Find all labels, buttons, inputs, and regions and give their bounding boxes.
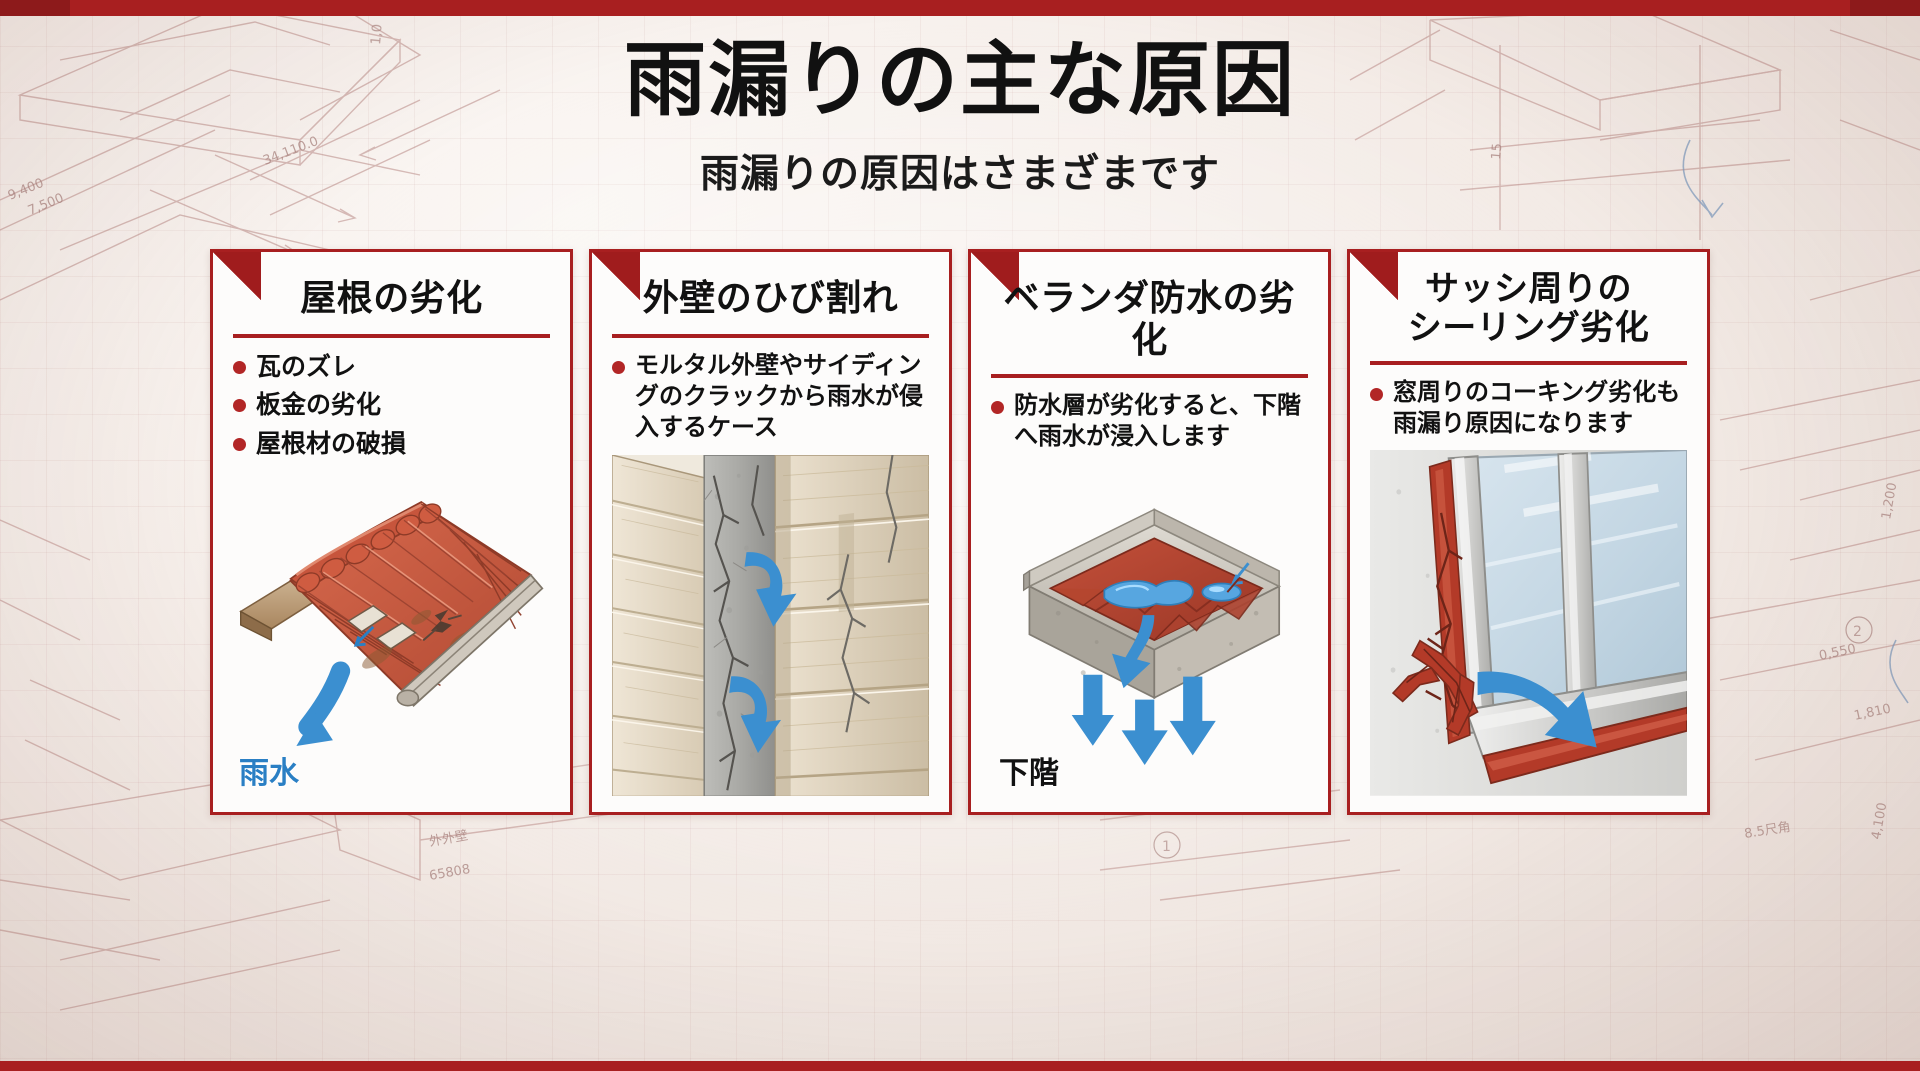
bullet-dot-icon [991,400,1004,414]
card-title: サッシ周りの シーリング劣化 [1366,264,1691,349]
bullet-list: 窓周りのコーキング劣化も雨漏り原因になります [1366,377,1691,444]
card-sash-sealing: サッシ周りの シーリング劣化 窓周りのコーキング劣化も雨漏り原因になります [1347,249,1710,815]
card-corner-fold [213,252,261,300]
figure-label-rainwater: 雨水 [239,756,299,791]
bullet-dot-icon [233,437,246,451]
card-title: ベランダ防水の劣化 [1003,278,1296,361]
title-divider [612,334,929,338]
card-title-line2: シーリング劣化 [1407,308,1650,349]
roof-tiles-illustration: 雨水 [233,471,550,796]
card-corner-fold [592,252,640,300]
top-bar-right-cap [1850,0,1920,16]
bullet-text: 窓周りのコーキング劣化も雨漏り原因になります [1393,377,1681,438]
title-divider [1370,360,1687,365]
window-sash-sealing-illustration [1370,450,1687,796]
top-accent-bar [0,0,1920,16]
list-item: 窓周りのコーキング劣化も雨漏り原因になります [1370,377,1689,439]
bullet-text: 板金の劣化 [256,390,382,420]
bullet-list: 瓦のズレ 板金の劣化 屋根材の破損 [229,350,554,465]
card-corner-fold [1350,252,1398,300]
bullet-dot-icon [1370,387,1383,401]
bottom-accent-bar [0,1061,1920,1071]
bullet-text: 瓦のズレ [256,352,357,381]
title-divider [233,334,550,338]
list-item: 屋根材の破損 [233,427,552,460]
card-wall-crack: 外壁のひび割れ モルタル外壁やサイディングのクラックから雨水が侵入するケース [589,249,952,815]
bullet-text: 防水層が劣化すると、下階へ雨水が浸入します [1014,390,1302,450]
bullet-text: 屋根材の破損 [256,428,407,458]
card-corner-fold [971,252,1019,300]
card-balcony-waterproof: ベランダ防水の劣化 防水層が劣化すると、下階へ雨水が浸入します [968,249,1331,815]
balcony-waterproofing-illustration: 下階 [991,463,1308,796]
title-divider [991,373,1308,378]
cards-row: 屋根の劣化 瓦のズレ 板金の劣化 屋根材の破損 [0,249,1920,819]
card-title: 外壁のひび割れ [642,278,899,319]
card-title-line1: サッシ周りの [1425,269,1632,309]
list-item: 防水層が劣化すると、下階へ雨水が浸入します [991,390,1310,452]
bullet-text: モルタル外壁やサイディングのクラックから雨水が侵入するケース [635,351,923,442]
bullet-list: 防水層が劣化すると、下階へ雨水が浸入します [987,390,1312,457]
card-roof: 屋根の劣化 瓦のズレ 板金の劣化 屋根材の破損 [210,249,573,815]
page-subtitle: 雨漏りの原因はさまざまです [699,151,1220,197]
bullet-dot-icon [233,399,246,413]
bullet-dot-icon [612,361,625,374]
list-item: 瓦のズレ [233,350,552,383]
bullet-dot-icon [233,361,246,374]
card-title: 屋根の劣化 [300,278,483,319]
header: 雨漏りの主な原因 雨漏りの原因はさまざまです [0,33,1920,199]
list-item: モルタル外壁やサイディングのクラックから雨水が侵入するケース [612,350,931,444]
figure-label-lower-floor: 下階 [999,756,1059,791]
list-item: 板金の劣化 [233,388,552,421]
top-bar-left-cap [0,0,70,16]
wall-crack-illustration [612,454,929,796]
bullet-list: モルタル外壁やサイディングのクラックから雨水が侵入するケース [608,350,933,449]
page-title: 雨漏りの主な原因 [623,33,1296,128]
